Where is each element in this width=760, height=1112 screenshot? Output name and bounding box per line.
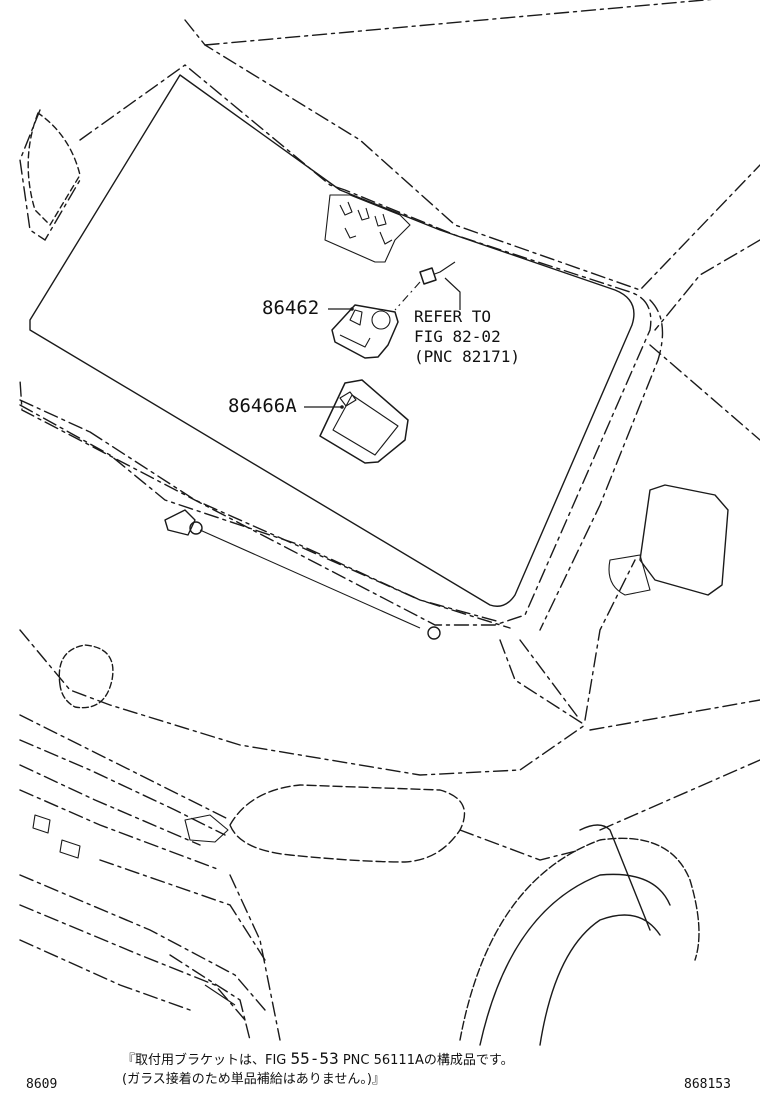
part-86466a-inner: [332, 394, 399, 456]
grille-bottom: [99, 859, 266, 961]
hood-right-edge: [499, 639, 586, 726]
right-side-mirror: [639, 484, 729, 596]
windshield-outer-frame: [19, 64, 652, 626]
bumper-upper: [19, 874, 266, 1011]
footnote-prefix: 『取付用ブラケットは、FIG: [122, 1053, 287, 1068]
body-right-line: [649, 344, 760, 441]
part-86466a-tab: [339, 391, 357, 407]
cowl-line: [19, 404, 501, 623]
leader-86466a-dot: [340, 405, 344, 409]
mirror-mount-patch: [324, 194, 411, 263]
bumper-lower: [19, 904, 246, 1021]
part-86462-body: [331, 304, 399, 359]
door-panel-line: [589, 699, 760, 731]
hood-front-edge: [19, 629, 586, 776]
door-lower-line: [599, 759, 760, 831]
connector-plug: [419, 267, 437, 285]
mount-detail-3: [374, 213, 387, 227]
footer-left-code: 8609: [26, 1077, 58, 1092]
cable: [431, 261, 456, 276]
body-side-panel: [459, 829, 581, 861]
wheel-arch: [459, 837, 700, 1041]
mount-detail-1: [339, 201, 353, 216]
wiper-arm: [199, 529, 421, 629]
mount-detail-5: [379, 231, 393, 245]
wiper-pivot-cap-left: [189, 521, 203, 535]
wiper-pivot-left: [164, 509, 196, 536]
grille-line-2: [19, 739, 226, 836]
reference-line-2: FIG 82-02: [414, 327, 501, 346]
reference-note: REFER TO FIG 82-02 (PNC 82171): [414, 307, 520, 367]
footnote-fig-number: 55-53: [290, 1049, 339, 1068]
tyre-inner: [539, 914, 661, 1046]
grille-emblem: [184, 814, 229, 843]
cowl-lower: [89, 431, 511, 629]
footnote: 『取付用ブラケットは、FIG 55-53 PNC 56111Aの構成品です。 (…: [122, 1049, 514, 1089]
leader-reference: [444, 277, 461, 310]
body-right-vertical: [584, 559, 636, 721]
headlamp-right: [229, 784, 466, 863]
body-side-front: [229, 874, 281, 1041]
footnote-line-1: 『取付用ブラケットは、FIG 55-53 PNC 56111Aの構成品です。: [122, 1049, 514, 1070]
bumper-vent-2: [204, 984, 236, 1006]
door-front-edge: [654, 239, 760, 331]
wiper-pivot-cap-right: [427, 626, 441, 640]
part-86462-detail: [349, 309, 363, 326]
bumper-vent: [169, 954, 251, 1041]
grille-top: [19, 714, 231, 821]
roof-top-line: [204, 0, 713, 46]
footer-right-code: 868153: [684, 1077, 731, 1092]
mount-detail-4: [344, 227, 357, 239]
part-86466a-body: [319, 379, 409, 464]
bumper-bottom: [19, 939, 191, 1011]
cowl-left-edge: [19, 399, 91, 433]
leader-86462-dot: [350, 307, 354, 311]
part-number-86462: 86462: [262, 297, 320, 319]
reference-line-1: REFER TO: [414, 307, 492, 326]
grille-line-4: [19, 789, 221, 871]
hood-side-crease: [519, 639, 581, 721]
windshield-glass: [29, 74, 635, 607]
tyre-outer: [479, 873, 671, 1046]
a-pillar-right: [539, 299, 664, 631]
footnote-line-2: (ガラス接着のため単品補給はありません。)』: [122, 1072, 385, 1087]
mount-detail-2: [357, 207, 370, 221]
part-86462-lens: [371, 310, 391, 330]
grille-slot-1: [32, 814, 51, 834]
part-number-86466a: 86466A: [228, 395, 297, 417]
reference-line-3: (PNC 82171): [414, 347, 520, 366]
right-mirror-base: [608, 554, 651, 596]
connector-line: [394, 281, 421, 311]
fender-edge: [579, 824, 651, 931]
grille-line-3: [19, 764, 201, 846]
part-86462-detail-2: [339, 334, 371, 348]
left-mirror-outline: [27, 112, 81, 226]
roof-outer-line: [184, 19, 760, 291]
headlamp-left: [58, 644, 114, 709]
left-a-pillar: [19, 109, 81, 241]
grille-slot-2: [59, 839, 81, 859]
footnote-suffix: PNC 56111Aの構成品です。: [342, 1053, 514, 1068]
